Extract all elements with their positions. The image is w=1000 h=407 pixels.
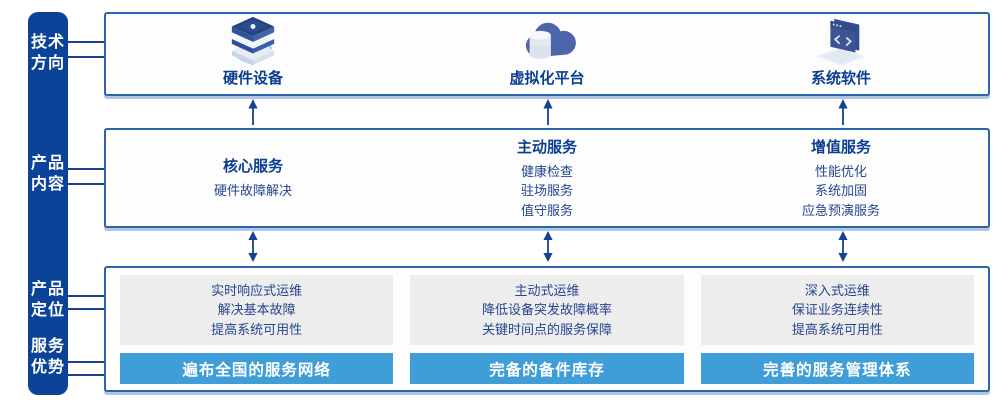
advantage-bar: 遍布全国的服务网络 [120, 353, 394, 384]
advantage-bar: 完备的备件库存 [410, 353, 684, 384]
service-column-value-added: 增值服务 性能优化 系统加固 应急预演服务 [694, 130, 988, 226]
server-stack-icon [222, 14, 284, 66]
positioning-line: 解决基本故障 [217, 302, 296, 318]
connector-line [64, 308, 106, 310]
positioning-box: 实时响应式运维 解决基本故障 提高系统可用性 [120, 275, 394, 345]
tech-cell-virtualization: 虚拟化平台 [400, 14, 694, 97]
up-arrow [543, 99, 553, 125]
sidebar-label-tech-direction: 技术 方向 [30, 34, 65, 72]
service-item: 系统加固 [814, 183, 867, 199]
cloud-database-icon [516, 14, 578, 66]
positioning-line: 深入式运维 [804, 282, 870, 298]
position-column-deep: 深入式运维 保证业务连续性 提高系统可用性 完善的服务管理体系 [700, 275, 974, 384]
service-heading: 核心服务 [222, 158, 283, 176]
double-arrow [838, 231, 848, 262]
position-column-realtime: 实时响应式运维 解决基本故障 提高系统可用性 遍布全国的服务网络 [120, 275, 394, 384]
sidebar-label-service-advantage: 服务 优势 [30, 338, 65, 376]
tech-label-virtualization: 虚拟化平台 [509, 70, 585, 87]
advantage-bar: 完善的服务管理体系 [700, 353, 974, 384]
positioning-line: 降低设备突发故障概率 [481, 302, 612, 318]
tech-direction-panel: 硬件设备 虚拟化平台 [104, 12, 990, 96]
positioning-line: 关键时间点的服务保障 [481, 321, 612, 337]
positioning-line: 提高系统可用性 [791, 321, 883, 337]
product-content-panel: 核心服务 硬件故障解决 主动服务 健康检查 驻场服务 值守服务 增值服务 性能优… [104, 128, 990, 228]
positioning-box: 深入式运维 保证业务连续性 提高系统可用性 [700, 275, 974, 345]
connector-line [64, 361, 106, 363]
up-arrow [838, 99, 848, 125]
connector-line [64, 56, 106, 58]
service-heading: 增值服务 [810, 138, 871, 156]
sidebar-label-product-position: 产品 定位 [30, 281, 65, 319]
service-item: 驻场服务 [520, 183, 573, 199]
service-item: 健康检查 [520, 163, 573, 179]
tech-cell-software: 系统软件 [694, 14, 988, 97]
double-arrow [543, 231, 553, 262]
service-item: 应急预演服务 [801, 202, 880, 218]
positioning-line: 保证业务连续性 [791, 302, 883, 318]
positioning-line: 主动式运维 [514, 282, 580, 298]
connector-line [64, 183, 106, 185]
positioning-line: 实时响应式运维 [211, 282, 303, 298]
positioning-line: 提高系统可用性 [211, 321, 303, 337]
tech-label-software: 系统软件 [810, 70, 871, 87]
service-item: 性能优化 [814, 163, 867, 179]
up-arrow [248, 99, 258, 125]
code-window-icon [810, 14, 872, 66]
service-item: 硬件故障解决 [213, 183, 292, 199]
service-item: 值守服务 [520, 202, 573, 218]
sidebar-label-product-content: 产品 内容 [30, 155, 65, 193]
double-arrow [248, 231, 258, 262]
product-position-panel: 实时响应式运维 解决基本故障 提高系统可用性 遍布全国的服务网络 主动式运维 降… [104, 266, 990, 392]
connector-line [64, 168, 106, 170]
positioning-box: 主动式运维 降低设备突发故障概率 关键时间点的服务保障 [410, 275, 684, 345]
tech-cell-hardware: 硬件设备 [106, 14, 400, 97]
connector-line [64, 295, 106, 297]
tech-label-hardware: 硬件设备 [222, 70, 283, 87]
service-column-core: 核心服务 硬件故障解决 [106, 130, 400, 226]
position-column-proactive: 主动式运维 降低设备突发故障概率 关键时间点的服务保障 完备的备件库存 [410, 275, 684, 384]
connector-line [64, 41, 106, 43]
service-heading: 主动服务 [516, 138, 577, 156]
service-column-proactive: 主动服务 健康检查 驻场服务 值守服务 [400, 130, 694, 226]
sidebar-rail [28, 12, 68, 395]
connector-line [64, 374, 106, 376]
